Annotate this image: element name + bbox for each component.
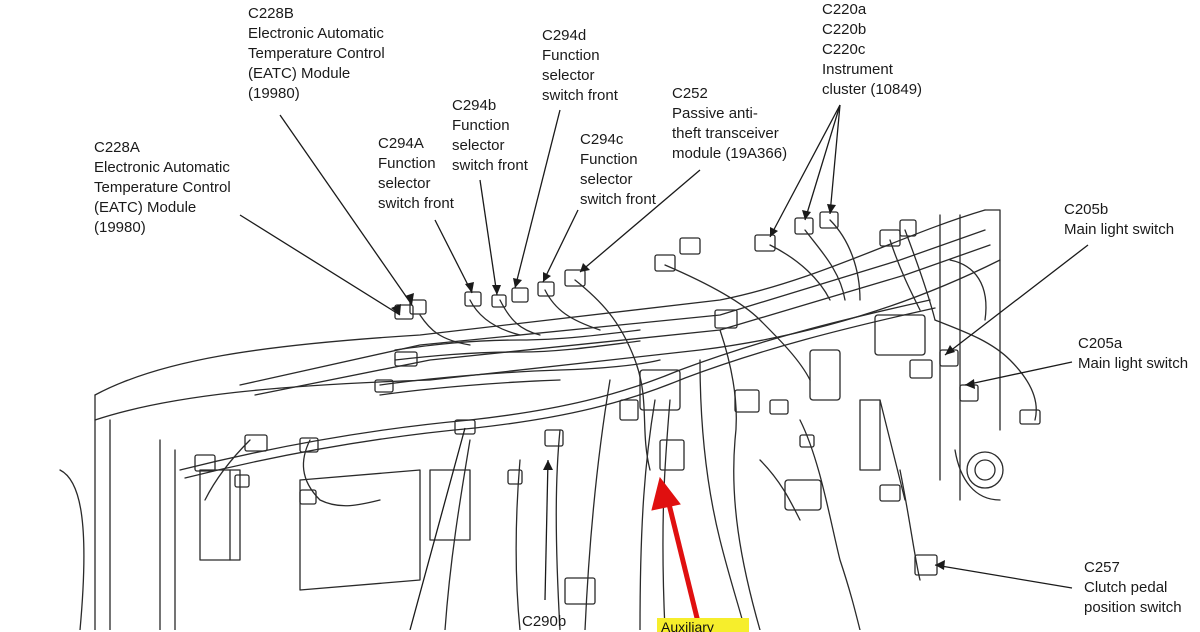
harness-main-1 <box>179 299 931 471</box>
label-c290b: C290b <box>522 613 567 630</box>
leader-c290b <box>544 459 549 601</box>
label-c252: C252 Passive anti- theft transceiver mod… <box>672 85 788 162</box>
label-c205a: C205a Main light switch <box>1078 335 1189 372</box>
leader-c294d <box>514 109 561 289</box>
harness-main-2 <box>184 307 936 479</box>
label-c228a: C228A Electronic Automatic Temperature C… <box>94 139 231 236</box>
leader-c205a <box>964 361 1073 386</box>
leader-c205b <box>944 244 1089 356</box>
label-c294c: C294c Function selector switch front <box>580 131 656 208</box>
label-c205b: C205b Main light switch <box>1064 201 1175 238</box>
leader-c228a <box>239 214 401 316</box>
red-arrow <box>651 476 701 623</box>
label-c228b: C228B Electronic Automatic Temperature C… <box>248 5 385 102</box>
leader-c294c <box>542 209 579 283</box>
leader-c294b <box>479 179 498 296</box>
leader-c257 <box>934 564 1073 589</box>
dash-top-panel <box>239 229 986 386</box>
leader-c228b <box>279 114 413 306</box>
label-c294d: C294d Function selector switch front <box>542 27 618 104</box>
label-c294a: C294A Function selector switch front <box>378 135 454 212</box>
label-c257: C257 Clutch pedal position switch <box>1084 559 1182 616</box>
leader-c252 <box>579 169 701 273</box>
leader-c220b <box>804 104 841 221</box>
auxiliary-callout: Auxiliary <box>657 618 749 632</box>
dash-outline-lower <box>94 259 1001 421</box>
leader-c220a <box>769 104 841 238</box>
dash-outline-upper <box>94 209 986 396</box>
label-c220: C220a C220b C220c Instrument cluster (10… <box>822 1 923 98</box>
label-c294b: C294b Function selector switch front <box>452 97 528 174</box>
leader-c220c <box>829 104 841 215</box>
leader-c294a <box>434 219 473 294</box>
